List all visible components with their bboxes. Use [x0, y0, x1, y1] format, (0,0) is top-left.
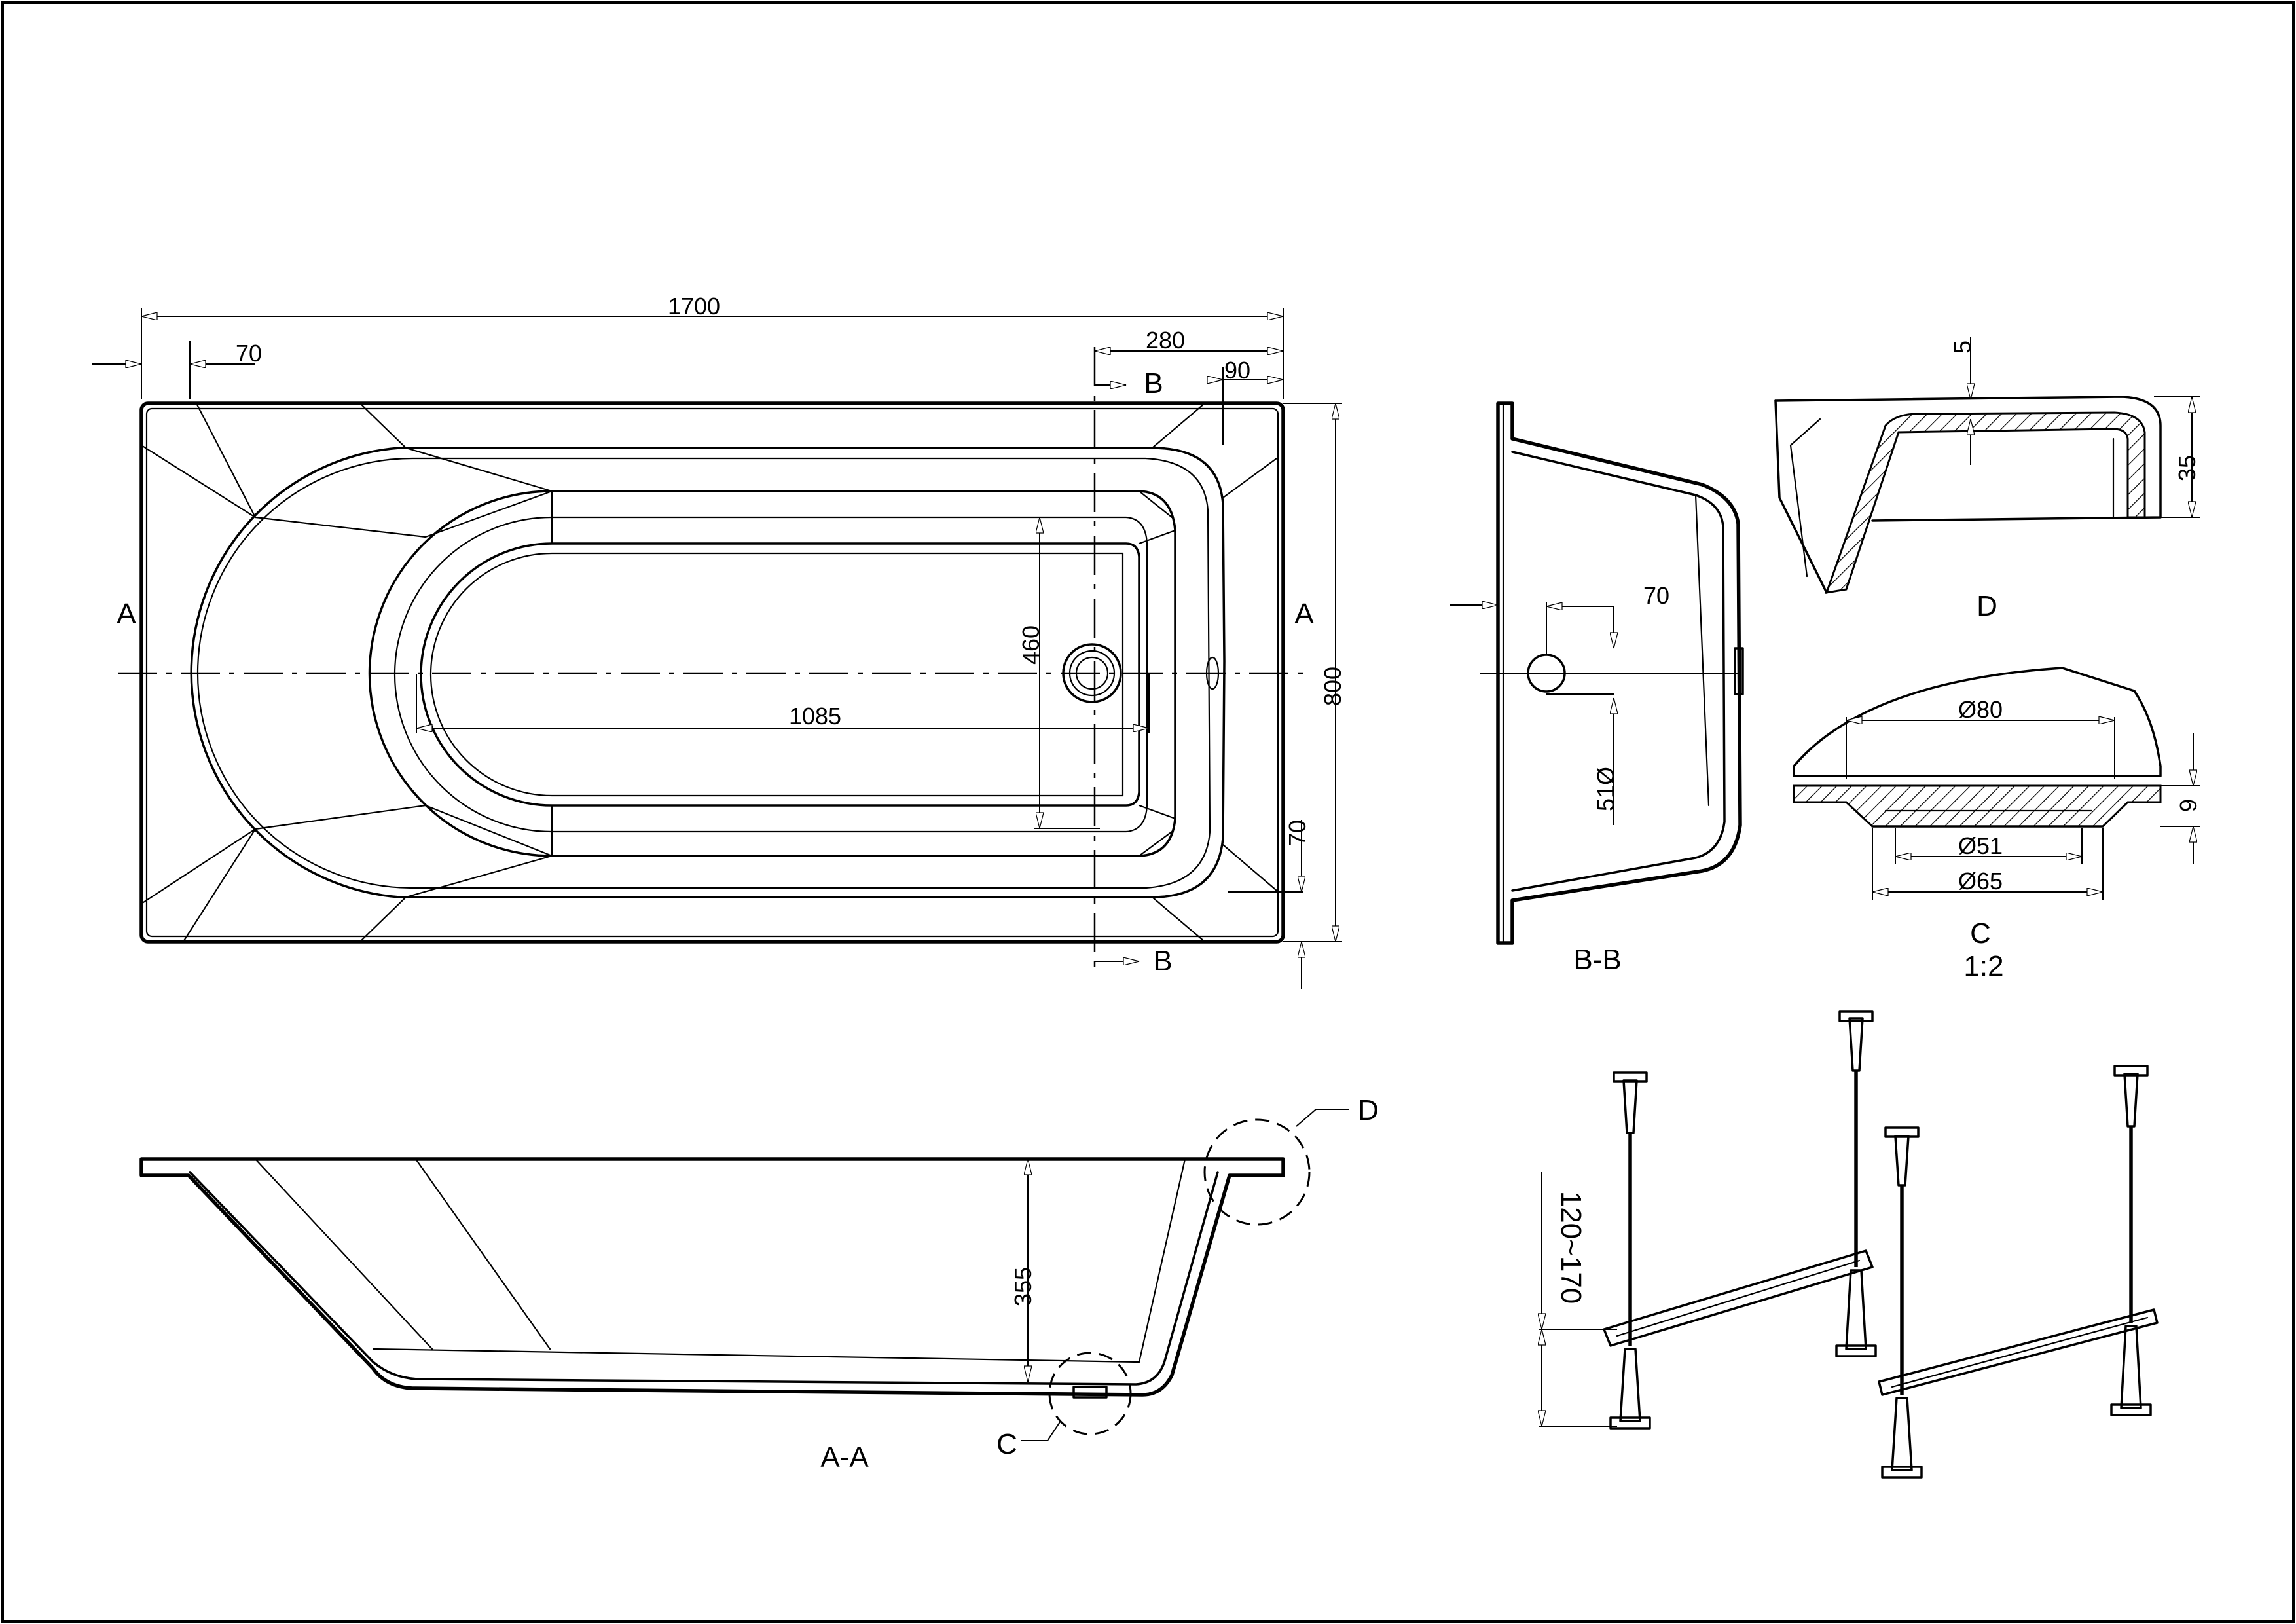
view-bb-label: B-B — [1573, 944, 1621, 976]
plan-dimensions: 1700 70 280 90 1085 460 800 70 A A B B — [92, 293, 1346, 989]
dim-rim-90: 90 — [1224, 357, 1250, 384]
detail-d-view: 5 35 D — [1774, 337, 2200, 622]
detail-d-callout: D — [1358, 1094, 1379, 1126]
section-a-left: A — [117, 598, 136, 630]
leg-1 — [1609, 1071, 1651, 1430]
section-a-right: A — [1294, 598, 1314, 630]
dim-rim-70-side: 70 — [1284, 820, 1311, 846]
dim-overflow-70: 70 — [1643, 582, 1669, 609]
detail-c-scale: 1:2 — [1963, 950, 2003, 982]
section-b-top: B — [1144, 367, 1163, 399]
dim-hole-51: 51Ø — [1592, 767, 1619, 811]
dim-drain-d51: Ø51 — [1958, 832, 2003, 859]
dim-drain-d80: Ø80 — [1958, 696, 2003, 723]
detail-c-callout: C — [996, 1428, 1017, 1460]
dim-inner-length: 1085 — [789, 703, 841, 729]
dim-inner-width: 460 — [1017, 625, 1044, 665]
dim-leg-range: 120~170 — [1555, 1191, 1587, 1304]
section-bb-view: 70 51Ø B-B — [1450, 401, 1744, 976]
section-aa-view: 355 A-A D C — [139, 1094, 1379, 1473]
leg-2 — [1835, 1010, 1877, 1357]
dim-rim-height-35: 35 — [2174, 455, 2200, 481]
leg-3 — [1881, 1126, 1923, 1479]
dim-drain-9: 9 — [2175, 799, 2202, 812]
detail-d-label: D — [1977, 590, 1997, 622]
dim-width: 800 — [1319, 667, 1346, 706]
plan-view — [118, 347, 1303, 969]
view-aa-label: A-A — [820, 1441, 869, 1473]
detail-c-view: Ø80 Ø51 Ø65 9 C 1:2 — [1793, 667, 2202, 982]
leg-frame-view: 120~170 — [1539, 1010, 2159, 1479]
dim-drain-280: 280 — [1146, 327, 1185, 354]
dim-depth: 355 — [1010, 1267, 1036, 1306]
dim-rim-70: 70 — [236, 340, 262, 367]
section-b-bottom: B — [1153, 945, 1172, 977]
dim-length: 1700 — [668, 293, 720, 320]
dim-rim-5: 5 — [1949, 341, 1976, 354]
detail-c-label: C — [1970, 917, 1991, 950]
dim-drain-d65: Ø65 — [1958, 868, 2003, 895]
leg-4 — [2110, 1065, 2152, 1416]
